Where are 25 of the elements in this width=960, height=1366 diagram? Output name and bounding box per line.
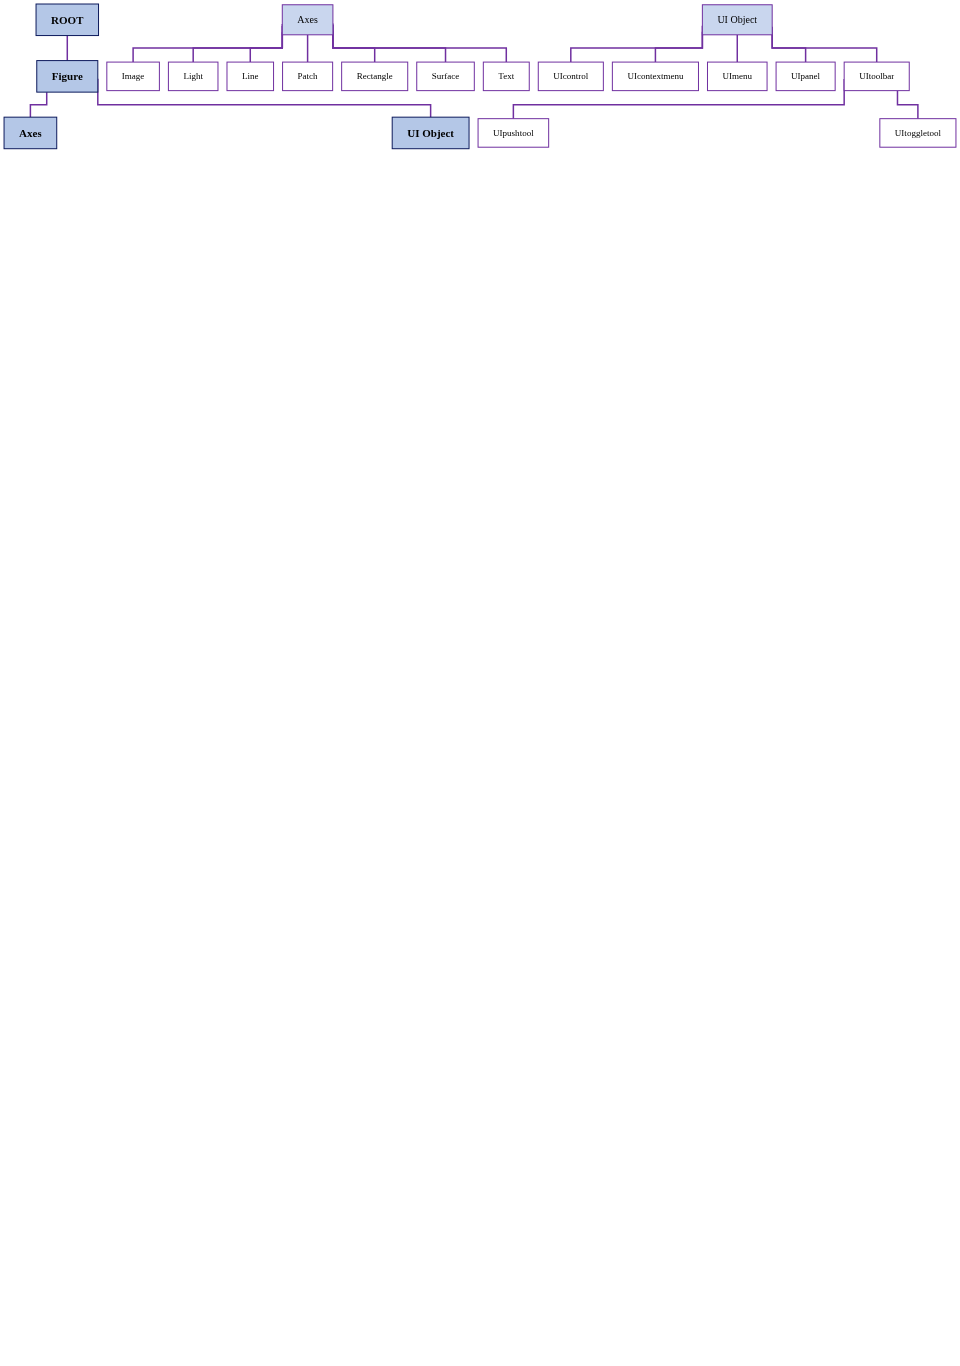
node-box: Patch [282, 61, 334, 92]
node-box: UIpushtool [477, 118, 550, 148]
connector [66, 34, 69, 62]
connector [736, 34, 739, 63]
node-box: Axes [281, 4, 334, 36]
node-box: Text [482, 61, 530, 92]
connector [306, 34, 309, 63]
node-box: Image [106, 61, 160, 92]
node-box: ROOT [35, 3, 100, 37]
node-box: UItoolbar [843, 61, 910, 92]
node-box: UIcontextmenu [611, 61, 699, 92]
connector [29, 91, 48, 118]
node-box: Figure [36, 60, 99, 93]
node-box: UI Object [391, 116, 470, 150]
node-box: Line [226, 61, 275, 92]
node-box: UIpanel [775, 61, 836, 92]
node-box: Rectangle [341, 61, 409, 92]
node-box: UImenu [707, 61, 768, 92]
node-box: UI Object [701, 4, 773, 36]
node-box: UItoggletool [879, 118, 957, 148]
node-box: Axes [3, 116, 58, 150]
connector [896, 89, 919, 120]
node-box: UIcontrol [537, 61, 604, 92]
node-box: Surface [416, 61, 475, 92]
node-box: Light [167, 61, 219, 92]
